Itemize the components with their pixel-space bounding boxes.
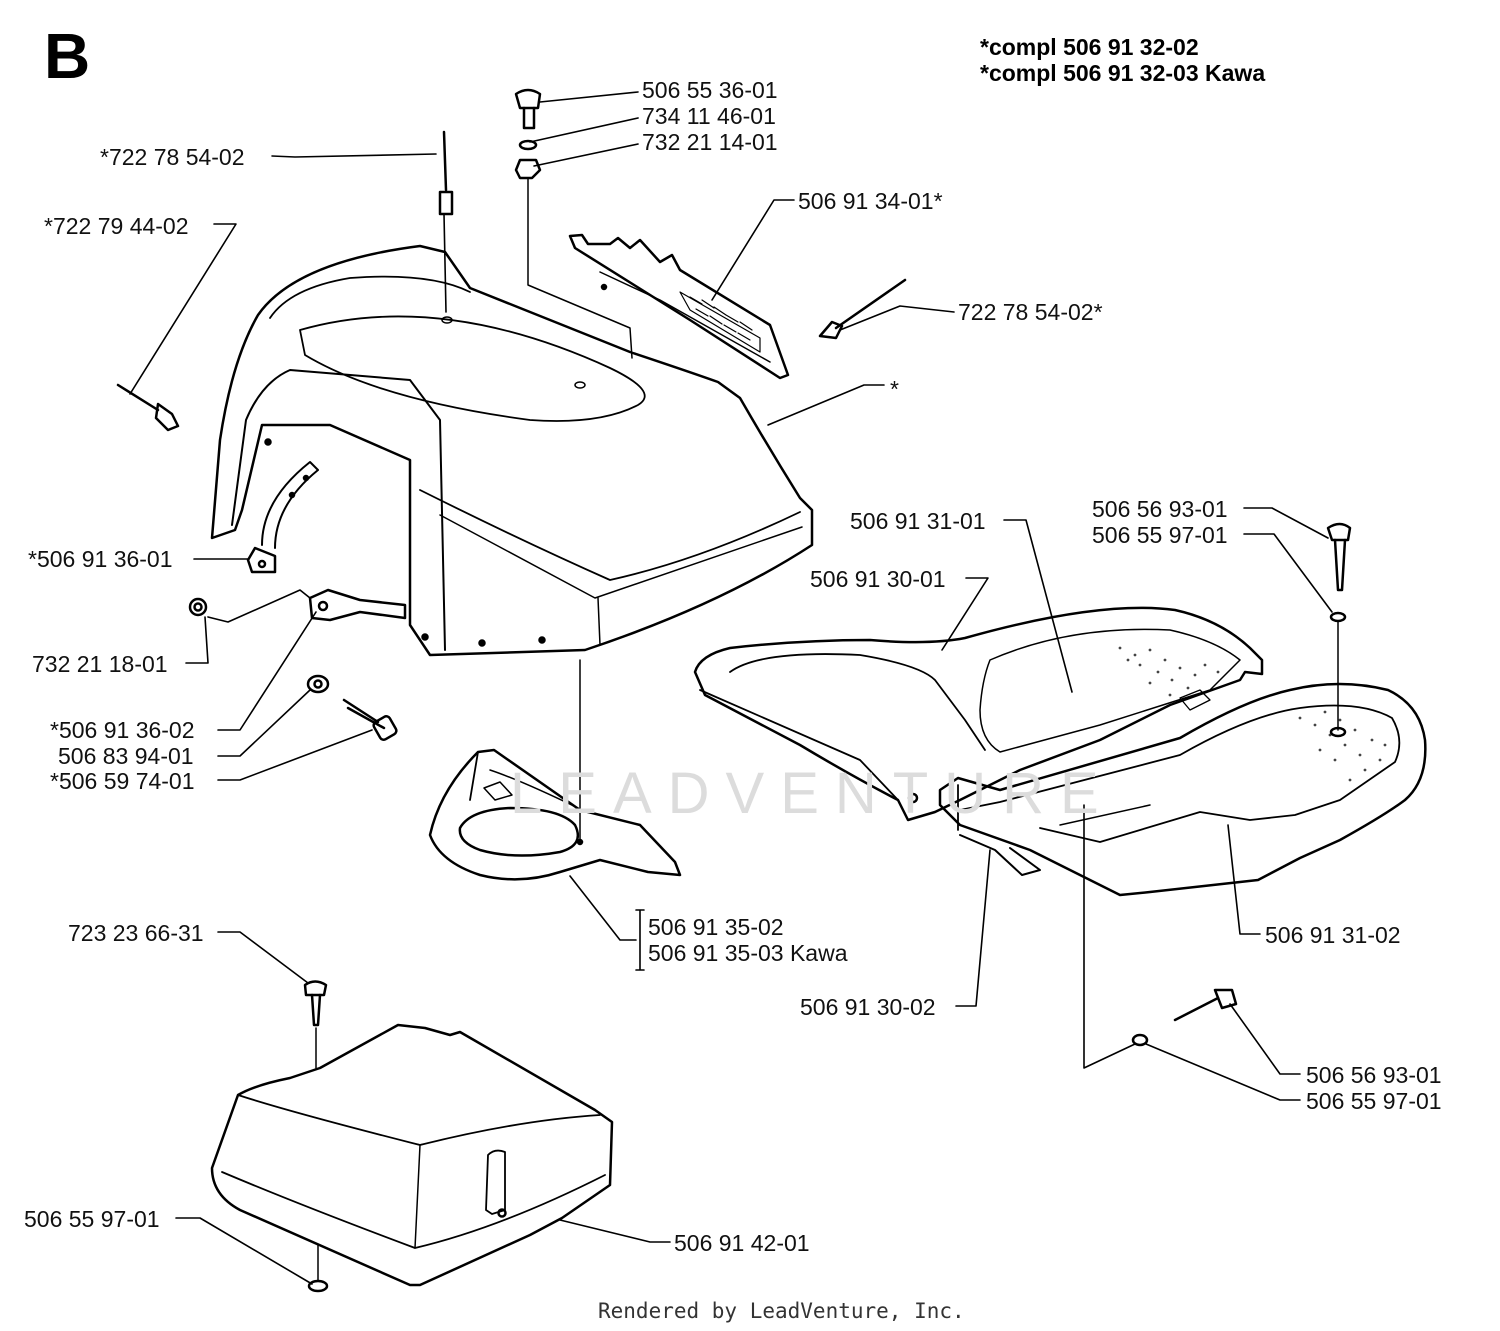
callout-label: 506 56 93-01 [1092, 496, 1228, 522]
callout-label: 722 78 54-02* [958, 299, 1103, 325]
callout-label: 506 56 93-01 [1306, 1062, 1442, 1088]
callout-label: 506 91 35-03 Kawa [648, 940, 848, 966]
callout-label: *506 91 36-02 [50, 717, 195, 743]
callout-label: 506 91 35-02 [648, 914, 784, 940]
callout-label: 506 91 42-01 [674, 1230, 810, 1256]
callout-label: 506 55 97-01 [1092, 522, 1228, 548]
callout-label: 734 11 46-01 [642, 103, 776, 129]
watermark: LEADVENTURE [510, 761, 1115, 826]
callout-label: 506 91 31-01 [850, 508, 986, 534]
right-pin [818, 278, 907, 340]
assembly-note-1: *compl 506 91 32-02 [980, 34, 1199, 60]
callout-label: 506 55 97-01 [1306, 1088, 1442, 1114]
hardware-nut-bolt [188, 597, 398, 741]
callout-label: 506 91 30-02 [800, 994, 936, 1020]
leader-lines [129, 91, 1333, 1285]
right-fender-part [938, 682, 1427, 897]
inner-bracket [246, 461, 319, 574]
footer-credit: Rendered by LeadVenture, Inc. [598, 1299, 965, 1323]
left-pin [116, 383, 180, 432]
hood-part [210, 244, 814, 657]
callout-label: 506 55 36-01 [642, 77, 778, 103]
callout-label: *506 91 36-01 [28, 546, 173, 572]
callout-label: 506 91 34-01* [798, 188, 943, 214]
left-fender-part [693, 606, 1264, 822]
callout-label: 506 83 94-01 [58, 743, 194, 769]
assembly-note-2: *compl 506 91 32-03 Kawa [980, 60, 1266, 86]
chute-part [428, 659, 682, 881]
foot-pad-texture [1118, 646, 1387, 782]
callout-label: 506 91 30-01 [810, 566, 946, 592]
callout-label: 732 21 18-01 [32, 651, 168, 677]
right-screw-top [1326, 522, 1352, 738]
lower-strap [308, 588, 407, 622]
callout-label: 506 91 31-02 [1265, 922, 1401, 948]
bottom-cover-part [210, 980, 614, 1293]
callout-label: 506 55 97-01 [24, 1206, 160, 1232]
grille-part [568, 233, 790, 380]
callout-label: *722 79 44-02 [44, 213, 189, 239]
callout-label: *722 78 54-02 [100, 144, 245, 170]
section-letter: B [44, 20, 91, 92]
hood-pin [438, 130, 454, 313]
callout-label: 723 23 66-31 [68, 920, 204, 946]
bottom-right-screw [1131, 988, 1238, 1047]
callout-label: *506 59 74-01 [50, 768, 195, 794]
callout-label: 732 21 14-01 [642, 129, 778, 155]
callout-label: * [890, 376, 899, 402]
knob-washer-nut-stack [514, 88, 633, 359]
